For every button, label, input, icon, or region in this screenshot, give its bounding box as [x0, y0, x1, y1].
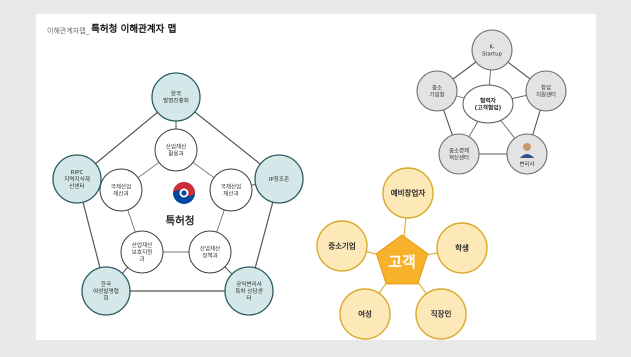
attorney-body: [520, 154, 534, 158]
inner-bottom-left-circle: [120, 230, 164, 274]
outer-top-circle: [151, 72, 201, 122]
outer-left-label-line-1: 지역지식재: [64, 175, 90, 183]
inner-left-label-line-0: 국제산업: [111, 182, 132, 190]
inner-right-label-line-1: 재산과: [223, 189, 238, 197]
outer-bottom-left-circle: [81, 266, 131, 316]
node-customer-top: 예비창업자: [382, 167, 434, 219]
customer-top-label: 예비창업자: [391, 188, 426, 198]
outer-bottom-right-label-line-0: 공익변리사: [236, 280, 262, 288]
inner-bottom-left-label-line-0: 산업재산: [132, 241, 153, 249]
inner-bottom-right-label-line-0: 산업재산: [200, 244, 221, 252]
inner-bottom-left-label-line-2: 과: [139, 255, 144, 263]
node-customer-left: 중소기업: [316, 220, 368, 272]
node-partner-top: K-Startup: [471, 29, 513, 71]
outer-top-label-line-1: 발명진흥회: [163, 96, 189, 104]
node-customer-bottom-left: 여성: [339, 288, 391, 340]
partner-bottom-left-circle: [438, 133, 480, 175]
diagram-nodes: 산업재산활용과국제산업재산과산업재산정책과산업재산보호지원과국제산업재산과한국발…: [52, 29, 567, 340]
inner-bottom-left-label-line-1: 보호지원: [132, 248, 153, 256]
inner-right-label-line-0: 국제산업: [221, 182, 242, 190]
partner-center: 협력자(고객협업): [462, 84, 514, 124]
attorney-head: [523, 143, 531, 151]
partner-bottom-left-label-line-0: 중소경제: [449, 147, 469, 155]
node-customer-right: 학생: [436, 222, 488, 274]
inner-bottom-right-circle: [188, 230, 232, 274]
outer-bottom-right-label-line-1: 특허 상담센: [235, 287, 263, 295]
customer-right-label: 학생: [455, 243, 469, 253]
inner-left-label-line-1: 재산과: [113, 189, 128, 197]
customer-top-circle: [382, 167, 434, 219]
customer-center: 고객: [375, 234, 429, 285]
customer-left-label: 중소기업: [328, 241, 356, 251]
outer-left-label-line-0: RIPC: [71, 170, 84, 176]
emblem-center-core: [181, 190, 187, 196]
partner-left-circle: [416, 70, 458, 112]
customer-right-circle: [436, 222, 488, 274]
outer-top-label-line-0: 한국: [171, 90, 181, 97]
partner-left-label-line-0: 중소: [432, 85, 442, 92]
partner-center-ellipse: [462, 84, 514, 124]
partner-top-circle: [471, 29, 513, 71]
outer-bottom-left-label-line-1: 여성발명협: [93, 287, 119, 295]
customer-center-label: 고객: [388, 253, 416, 271]
partner-bottom-left-label-line-1: 혁신센터: [449, 153, 469, 161]
partner-center-label-line-1: (고객협업): [475, 104, 502, 112]
outer-bottom-left-label-line-2: 회: [103, 294, 108, 302]
outer-bottom-left-label-line-0: 한국: [101, 281, 111, 288]
partner-top-label-line-0: K-: [490, 45, 495, 51]
outer-left-circle: [52, 154, 102, 204]
inner-right-circle: [209, 168, 253, 212]
partner-center-label-line-0: 협력자: [480, 96, 497, 104]
inner-top-circle: [154, 128, 198, 172]
inner-left-circle: [99, 168, 143, 212]
customer-bottom-right-circle: [415, 288, 467, 340]
outer-bottom-right-circle: [224, 266, 274, 316]
header-title: 특허청 이해관계자 맵: [91, 24, 177, 35]
korean-government-emblem-icon: [173, 182, 195, 204]
map-header: 이해관계자맵_ 특허청 이해관계자 맵: [47, 20, 176, 36]
inner-top-label-line-1: 활용과: [168, 149, 183, 157]
partner-left-label-line-1: 기업청: [430, 90, 445, 98]
partner-right-label-line-0: 창업: [541, 84, 551, 92]
outer-left-label-line-2: 산센터: [69, 182, 84, 190]
kipo-center-label: 특허청: [166, 214, 195, 227]
kipo-center: 특허청: [166, 182, 195, 227]
person-attorney-icon: [520, 143, 534, 158]
node-outer-right: IP창조존: [254, 154, 304, 204]
node-customer-bottom-right: 직장인: [415, 288, 467, 340]
partner-right-circle: [525, 70, 567, 112]
customer-left-circle: [316, 220, 368, 272]
node-partner-bottom-right: 변리사: [506, 133, 548, 175]
outer-right-circle: [254, 154, 304, 204]
partner-bottom-right-label-line-0: 변리사: [520, 160, 535, 168]
customer-bottom-left-circle: [339, 288, 391, 340]
customer-center-pentagon: [375, 234, 429, 285]
partner-top-label-line-1: Startup: [482, 51, 503, 57]
outer-bottom-right-label-line-2: 터: [246, 294, 251, 302]
partner-right-label-line-1: 지원센터: [536, 90, 556, 98]
customer-bottom-right-label: 직장인: [431, 309, 452, 319]
header-prefix: 이해관계자맵_: [47, 27, 90, 35]
inner-bottom-right-label-line-1: 정책과: [202, 251, 217, 259]
inner-top-label-line-0: 산업재산: [166, 142, 187, 150]
outer-right-label-line-0: IP창조존: [269, 175, 289, 183]
customer-bottom-left-label: 여성: [358, 309, 372, 319]
